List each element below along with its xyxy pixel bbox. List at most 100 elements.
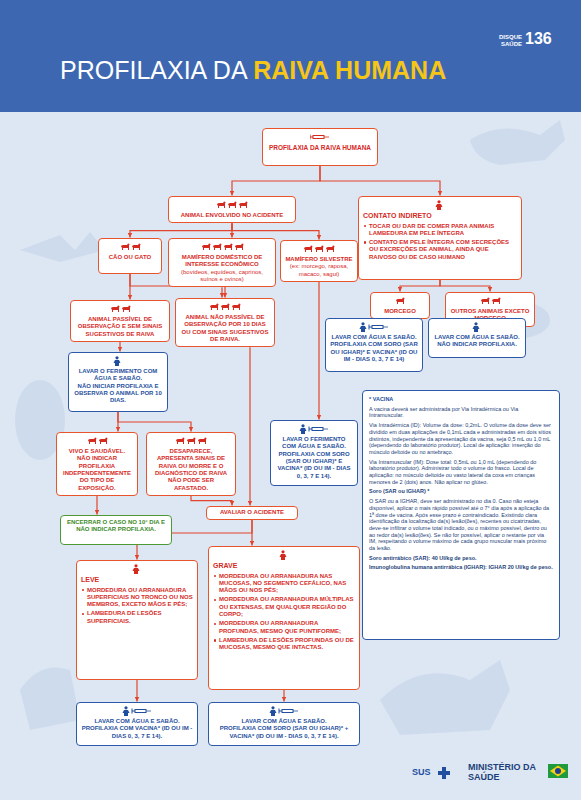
- animal-icon: [88, 438, 97, 445]
- flow-connector: [119, 342, 120, 352]
- person-icon: [436, 200, 443, 210]
- node-icon: [279, 550, 289, 560]
- horse-silhouette: [380, 660, 510, 735]
- category-box: GRAVE MORDEDURA OU ARRANHADURA NAS MUCOSA…: [208, 546, 360, 690]
- box-heading: GRAVE: [213, 562, 355, 571]
- category-box: DESAPARECE, APRESENTA SINAIS DE RAIVA OU…: [146, 432, 236, 496]
- node-icon: [359, 322, 389, 332]
- animal-icon: [210, 304, 219, 311]
- flow-connector: [251, 520, 252, 546]
- animal-icon: [232, 304, 241, 311]
- flow-connector: [400, 280, 440, 292]
- animal-icon: [132, 244, 141, 251]
- box-text: LAVAR COM ÁGUA E SABÃO.: [213, 718, 355, 725]
- box-subtext: O SAR ou a IGHAR, deve ser administrado …: [369, 498, 553, 552]
- animal-icon: [221, 304, 230, 311]
- person-icon: [123, 706, 130, 716]
- box-text: LAVAR COM ÁGUA E SABÃO.: [433, 334, 521, 341]
- category-box: LEVEMORDEDURA OU ARRANHADURA SUPERFICIAI…: [76, 560, 198, 680]
- category-box: CÃO OU GATO: [98, 238, 162, 274]
- action-box: LAVAR O FERIMENTO COM ÁGUA E SABÃO.NÃO I…: [68, 352, 168, 412]
- box-text: AVALIAR O ACIDENTE: [211, 509, 293, 516]
- animal-icon: [202, 244, 211, 251]
- box-subtext: (bovídeos, equídeos, caprinos, suínos e …: [173, 269, 271, 284]
- box-text: LAVAR COM ÁGUA E SABÃO.: [81, 718, 193, 725]
- box-text: LAVAR O FERIMENTO COM ÁGUA E SABÃO.: [275, 436, 353, 451]
- node-icon: [122, 706, 152, 716]
- flow-connector: [232, 166, 320, 196]
- animal-icon: [228, 202, 237, 209]
- bullet-item: TOCAR OU DAR DE COMER PARA ANIMAIS LAMBE…: [363, 223, 517, 238]
- flow-connector: [320, 166, 440, 196]
- flow-connector: [191, 496, 232, 506]
- bullet-item: CONTATO EM PELE ÍNTEGRA COM SECREÇÕES OU…: [363, 239, 517, 261]
- node-icon: [110, 304, 131, 314]
- box-text: PROFILAXIA DA RAIVA HUMANA: [267, 144, 373, 152]
- box-subtext: PROFILAXIA COM SORO (SAR OU IGHAR)* E VA…: [330, 341, 418, 363]
- category-box: MORCEGO: [370, 292, 430, 319]
- animal-icon: [217, 202, 226, 209]
- action-box: LAVAR COM ÁGUA E SABÃO.NÃO INDICAR PROFI…: [428, 318, 526, 358]
- node-icon: [175, 436, 207, 446]
- box-subtext: PROFILAXIA COM SORO (SAR OU IGHAR)* E VA…: [275, 451, 353, 480]
- person-icon: [270, 706, 277, 716]
- category-box: ANIMAL NÃO PASSÍVEL DE OBSERVAÇÃO POR 10…: [175, 298, 275, 347]
- hotline-number: 136: [525, 31, 569, 47]
- action-box: LAVAR COM ÁGUA E SABÃO.PROFILAXIA COM SO…: [325, 318, 423, 372]
- box-text: ENCERRAR O CASO NO 10° DIA E NÃO INDICAR…: [65, 519, 167, 534]
- animal-icon: [99, 438, 108, 445]
- person-icon: [360, 322, 367, 332]
- node-icon: [310, 132, 330, 142]
- person-icon: [280, 550, 287, 560]
- flow-connector: [440, 280, 490, 292]
- person-icon: [300, 424, 307, 434]
- node-icon: [435, 200, 445, 210]
- animal-icon: [187, 438, 196, 445]
- person-icon: [133, 564, 140, 574]
- bullet-item: LAMBEDURA DE LESÕES PROFUNDAS OU DE MUCO…: [213, 637, 355, 652]
- category-box: MAMÍFERO DOMÉSTICO DE INTERESSE ECONÔMIC…: [168, 238, 276, 287]
- flow-connector: [318, 282, 319, 420]
- bullet-item: MORDEDURA OU ARRANHADURA NAS MUCOSAS, NO…: [213, 573, 355, 595]
- flow-connector: [118, 412, 191, 432]
- box-text: VIVO E SAUDÁVEL.: [61, 448, 133, 455]
- node-icon: [269, 706, 299, 716]
- category-box: AVALIAR O ACIDENTE: [206, 506, 298, 520]
- box-text: CÃO OU GATO: [103, 254, 157, 261]
- category-box: MAMÍFERO SILVESTRE(ex: morcego, raposa, …: [280, 240, 358, 282]
- box-subtext: NÃO INICIAR PROFILAXIA E OBSERVAR O ANIM…: [73, 383, 163, 405]
- bullet-item: LAMBEDURA DE LESÕES SUPERFICIAIS.: [81, 610, 193, 625]
- box-subtext: (ex: morcego, raposa, macaco, sagui): [285, 263, 353, 278]
- syringe-icon: [310, 135, 329, 140]
- flow-connector: [283, 690, 284, 702]
- page-title: PROFILAXIA DA RAIVA HUMANA: [60, 56, 446, 85]
- bat-silhouette: [20, 232, 105, 262]
- animal-icon: [122, 306, 131, 313]
- flow-connector: [96, 496, 97, 515]
- node-icon: [201, 242, 244, 252]
- category-box: ANIMAL PASSÍVEL DE OBSERVAÇÃO E SEM SINA…: [70, 300, 170, 342]
- sus-logo-text: SUS: [412, 768, 438, 777]
- node-icon: [395, 296, 405, 306]
- end-box: ENCERRAR O CASO NO 10° DIA E NÃO INDICAR…: [60, 515, 172, 545]
- node-icon: [216, 200, 248, 210]
- flow-connector: [136, 680, 137, 702]
- category-box: CONTATO INDIRETO TOCAR OU DAR DE COMER PA…: [358, 196, 522, 280]
- animal-icon: [481, 298, 490, 305]
- box-subtext: Soro antirrábico (SAR): 40 UI/kg de peso…: [369, 555, 553, 562]
- box-heading: CONTATO INDIRETO: [363, 212, 517, 221]
- category-box: ANIMAL ENVOLVIDO NO ACIDENTE: [168, 196, 296, 223]
- node-icon: [472, 322, 482, 332]
- bullet-item: MORDEDURA OU ARRANHADURA PROFUNDAS, MESM…: [213, 620, 355, 635]
- person-icon: [114, 356, 121, 366]
- action-box: LAVAR COM ÁGUA E SABÃO.PROFILAXIA COM VA…: [76, 702, 198, 746]
- box-text: MAMÍFERO SILVESTRE: [285, 256, 353, 263]
- animal-icon: [304, 246, 313, 253]
- box-subtext: A vacina deverá ser administrada por Via…: [369, 406, 553, 419]
- animal-icon: [396, 298, 405, 305]
- animal-icon: [235, 244, 244, 251]
- box-subtext: PROFILAXIA COM SORO (SAR OU IGHAR)* + VA…: [213, 725, 355, 740]
- node-icon: [480, 296, 501, 306]
- animal-icon: [213, 244, 222, 251]
